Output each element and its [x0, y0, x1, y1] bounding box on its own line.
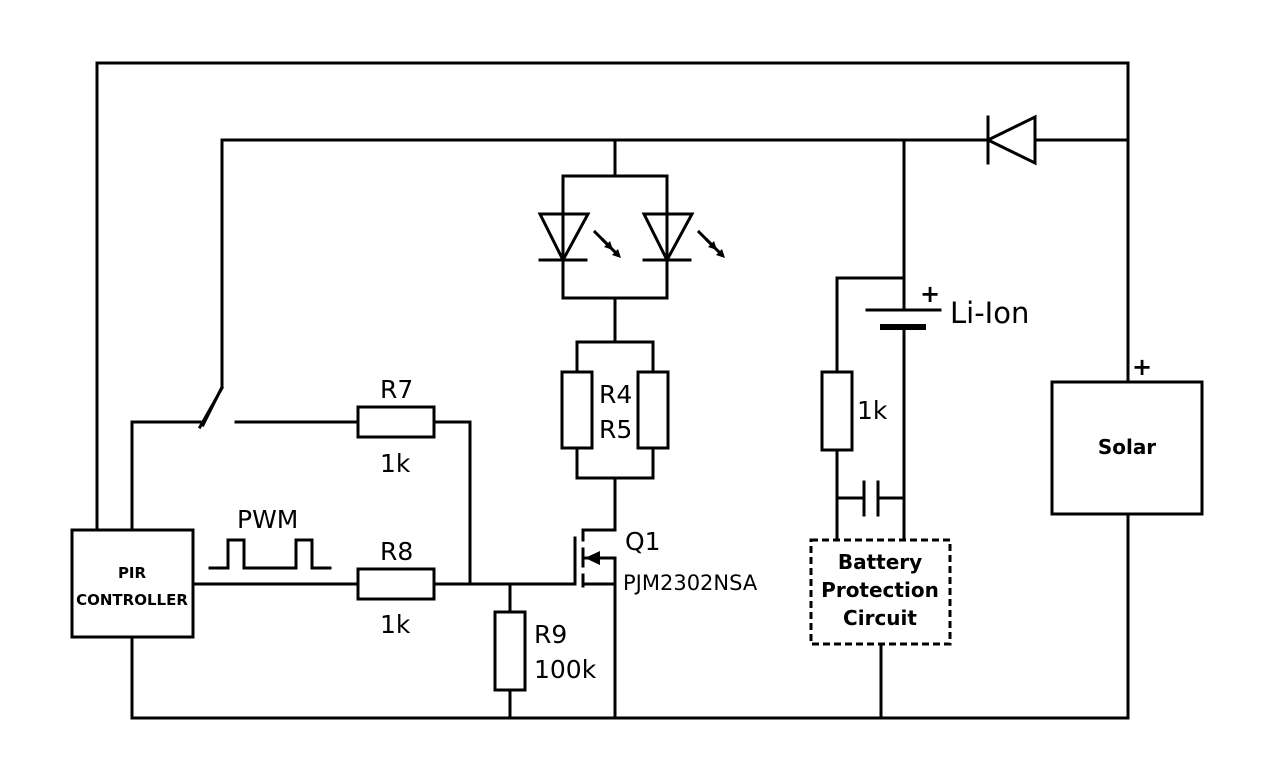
label-r7-value: 1k [380, 449, 411, 478]
battery-li-ion [865, 308, 942, 330]
label-solar-plus: + [1132, 353, 1152, 381]
label-bpc-line1: Battery [838, 550, 922, 574]
diode-solar [984, 114, 1037, 166]
battery-protection-box [809, 538, 952, 646]
switch-blade [197, 385, 225, 430]
label-r5: R5 [599, 415, 632, 444]
wire-led-parallel [561, 174, 669, 300]
label-res-1k: 1k [857, 396, 888, 425]
wire-res-parallel [575, 340, 655, 480]
label-r9: R9 [534, 620, 567, 649]
label-battery: Li-Ion [950, 296, 1029, 330]
label-q1: Q1 [625, 527, 661, 556]
label-r9-value: 100k [534, 655, 597, 684]
label-pir-line2: CONTROLLER [76, 591, 188, 609]
label-q1-part: PJM2302NSA [623, 571, 758, 595]
wire-pir-to-switch [130, 420, 202, 532]
pwm-waveform [208, 538, 332, 570]
label-r8-value: 1k [380, 610, 411, 639]
mosfet-q1 [573, 528, 617, 588]
wire-outer-loop [95, 61, 1130, 532]
label-r8: R8 [380, 537, 413, 566]
solar-panel-box [1050, 380, 1204, 516]
label-bpc-line2: Protection [821, 578, 939, 602]
label-bpc-line3: Circuit [843, 606, 917, 630]
label-r4: R4 [599, 380, 632, 409]
led-right [641, 212, 725, 264]
label-battery-plus: + [920, 280, 940, 308]
wire-r7-to-gate [432, 420, 472, 586]
label-pir-line1: PIR [118, 564, 147, 582]
label-pwm: PWM [237, 505, 298, 534]
resistor-r9 [493, 610, 527, 692]
resistor-r7 [356, 405, 436, 439]
led-left [537, 212, 621, 264]
label-r7: R7 [380, 375, 413, 404]
label-solar: Solar [1098, 435, 1156, 459]
resistor-r4 [560, 370, 594, 450]
resistor-r8 [356, 567, 436, 601]
resistor-r5 [636, 370, 670, 450]
resistor-1k-battery [820, 370, 854, 452]
capacitor-battery [862, 480, 880, 517]
wire-rc-branch [835, 276, 906, 374]
wire-ground-rail [130, 512, 1130, 720]
pir-controller-box [70, 528, 195, 639]
wire-supply-rail [200, 138, 987, 428]
